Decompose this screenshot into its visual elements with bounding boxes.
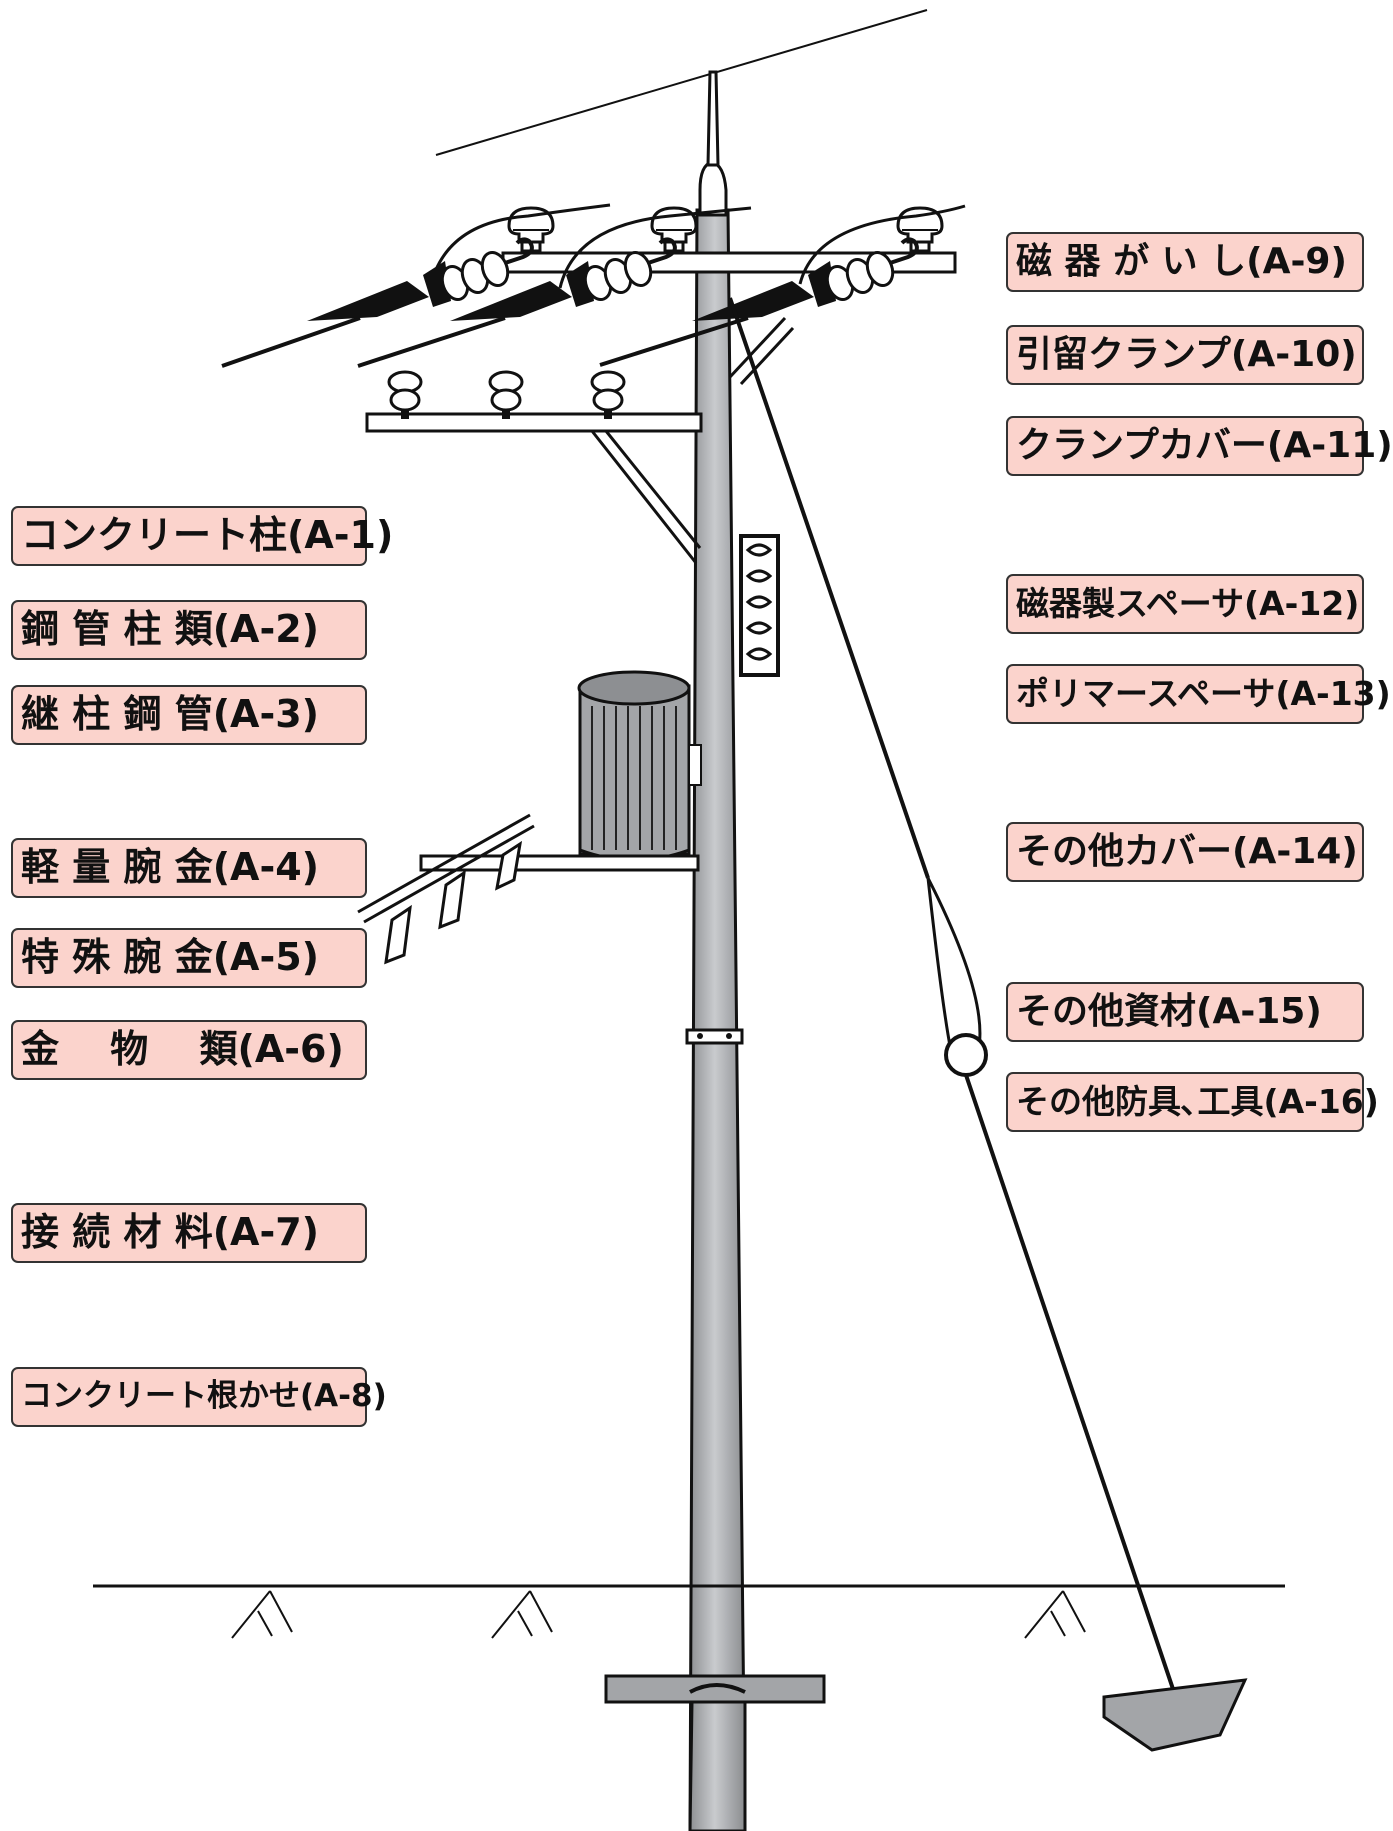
concrete-root-block — [604, 1674, 826, 1704]
line-wire — [599, 316, 749, 367]
line-wire — [357, 316, 506, 368]
cutout-icon — [438, 869, 466, 930]
light-crossarm — [419, 854, 700, 872]
label-light-crossarm-a4[interactable]: 軽 量 腕 金(A-4) — [11, 838, 367, 898]
cutout-icon — [384, 904, 412, 965]
insulator-icon — [488, 370, 524, 421]
label-hardware-a6[interactable]: 金 物 類(A-6) — [11, 1020, 367, 1080]
pole-transformer-icon — [577, 670, 702, 862]
label-polymer-spacer-a13[interactable]: ポリマースペーサ(A-13) — [1006, 664, 1391, 724]
label-special-crossarm-a5[interactable]: 特 殊 腕 金(A-5) — [11, 928, 367, 988]
label-porcelain-insulator-a9[interactable]: 磁 器 が い し(A-9) — [1006, 232, 1364, 292]
insulator-icon — [387, 370, 423, 421]
upper-arm-brace — [728, 316, 787, 379]
label-concrete-pole-a1[interactable]: コンクリート柱(A-1) — [11, 506, 393, 566]
anchor-plate-icon — [1102, 1678, 1248, 1752]
label-strain-clamp-a10[interactable]: 引留クランプ(A-10) — [1006, 325, 1364, 385]
concrete-pole — [688, 208, 747, 1831]
lower-arm-brace — [590, 430, 698, 564]
label-steel-pole-a2[interactable]: 鋼 管 柱 類(A-2) — [11, 600, 367, 660]
label-connection-material-a7[interactable]: 接 続 材 料(A-7) — [11, 1203, 367, 1263]
insulator-icon — [590, 370, 626, 421]
lightning-rod — [706, 70, 720, 167]
label-other-cover-a14[interactable]: その他カバー(A-14) — [1006, 822, 1364, 882]
pole-band — [685, 1028, 744, 1045]
label-porcelain-spacer-a12[interactable]: 磁器製スペーサ(A-12) — [1006, 574, 1364, 634]
guy-wire-icon — [728, 297, 1177, 1696]
spacer-icon — [739, 534, 780, 677]
pole-top-cap — [698, 160, 728, 217]
ground-hatch — [231, 1590, 1086, 1639]
label-concrete-root-block-a8[interactable]: コンクリート根かせ(A-8) — [11, 1367, 387, 1427]
label-splice-steel-pipe-a3[interactable]: 継 柱 鋼 管(A-3) — [11, 685, 367, 745]
line-wire — [221, 316, 361, 368]
overhead-ground-wire — [435, 9, 928, 156]
label-other-materials-a15[interactable]: その他資材(A-15) — [1006, 982, 1364, 1042]
root-block-band — [689, 1683, 746, 1694]
lower-crossarm — [365, 412, 703, 433]
light-arm-diagonal — [357, 813, 531, 914]
cutout-icon — [495, 840, 523, 891]
label-clamp-cover-a11[interactable]: クランプカバー(A-11) — [1006, 416, 1393, 476]
label-other-protective-tools-a16[interactable]: その他防具､工具(A-16) — [1006, 1072, 1379, 1132]
